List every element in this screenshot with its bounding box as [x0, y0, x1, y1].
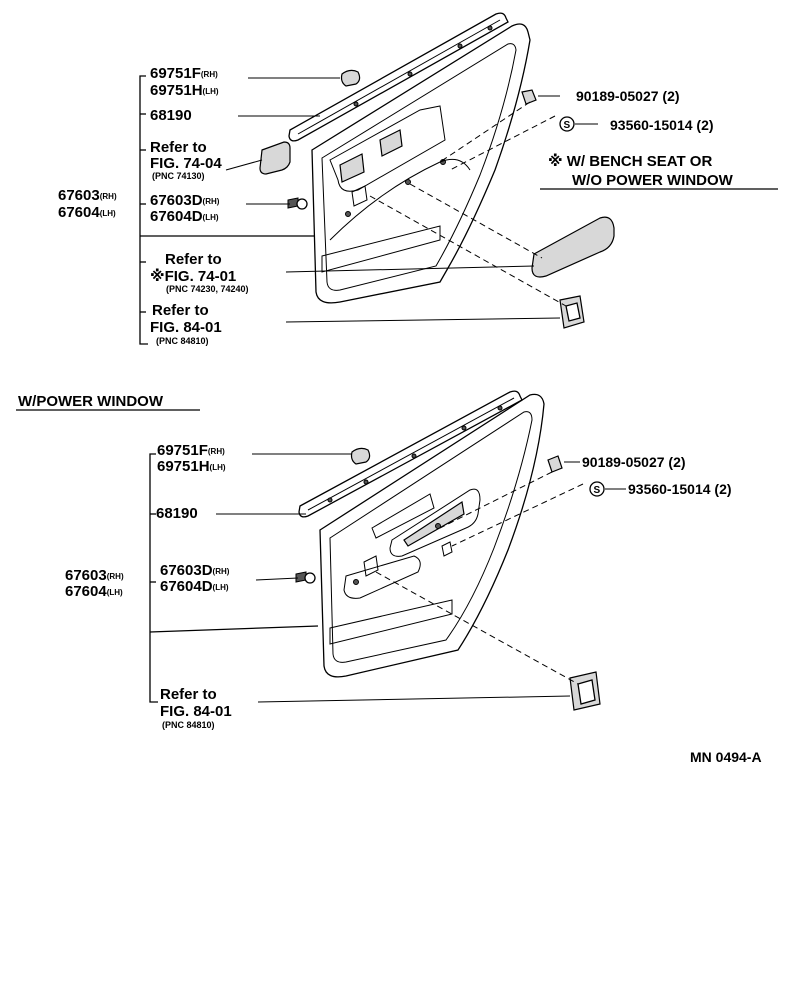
- bottom-screw-s-mark: [589, 481, 605, 497]
- label-67603d: 67603D: [150, 192, 203, 209]
- bottom-clip-69751f: [350, 447, 371, 465]
- label-67604-b: 67604: [65, 583, 107, 600]
- label-pnc-74130: (PNC 74130): [152, 171, 205, 181]
- figure-id: MN 0494-A: [690, 749, 762, 765]
- label-69751h-b: 69751H: [157, 458, 210, 475]
- label-67604d: 67604D: [150, 208, 203, 225]
- label-67603d-b: 67603D: [160, 562, 213, 579]
- bottom-assembly: [295, 390, 605, 711]
- bottom-labels: 69751F(RH) 69751H(LH) 68190 67603(RH) 67…: [65, 442, 732, 730]
- label-refer-84-01-b-b: FIG. 84-01: [160, 703, 232, 720]
- svg-text:67603D(RH): 67603D(RH): [150, 192, 220, 209]
- bottom-clip-90189: [547, 455, 563, 473]
- label-refer-74-01-b: ※FIG. 74-01: [150, 267, 236, 285]
- label-93560-15014-b: 93560-15014 (2): [628, 481, 732, 497]
- label-refer-74-01-a: Refer to: [165, 251, 222, 268]
- label-67604d-b: 67604D: [160, 578, 213, 595]
- top-clip-90189: [521, 89, 537, 105]
- svg-text:67604D(LH): 67604D(LH): [150, 208, 219, 225]
- label-69751f: 69751F: [150, 65, 201, 82]
- top-labels: 69751F(RH) 69751H(LH) 68190 Refer to FIG…: [58, 65, 778, 346]
- svg-text:69751F(RH): 69751F(RH): [150, 65, 218, 82]
- note-line-2: W/O POWER WINDOW: [572, 172, 734, 189]
- label-pnc-84810-b: (PNC 84810): [162, 720, 215, 730]
- svg-text:67603D(RH): 67603D(RH): [160, 562, 230, 579]
- section-title-power-window: W/POWER WINDOW: [18, 393, 164, 410]
- top-clip-69751f: [340, 69, 361, 87]
- s-mark: S: [564, 120, 571, 131]
- svg-text:69751H(LH): 69751H(LH): [157, 458, 226, 475]
- svg-text:69751H(LH): 69751H(LH): [150, 82, 219, 99]
- label-67603: 67603: [58, 187, 100, 204]
- label-refer-74-04-b: FIG. 74-04: [150, 155, 222, 172]
- svg-text:67604(LH): 67604(LH): [65, 583, 123, 600]
- note-line-1: ※ W/ BENCH SEAT OR: [548, 152, 712, 170]
- label-pnc-84810: (PNC 84810): [156, 336, 209, 346]
- label-67604: 67604: [58, 204, 100, 221]
- bottom-ashtray: [569, 671, 601, 711]
- label-68190: 68190: [150, 107, 192, 124]
- label-69751h: 69751H: [150, 82, 203, 99]
- svg-text:67604D(LH): 67604D(LH): [160, 578, 229, 595]
- top-armrest: [531, 216, 615, 278]
- s-mark-b: S: [594, 485, 601, 496]
- top-switch-bezel: [259, 141, 291, 175]
- svg-text:67603(RH): 67603(RH): [65, 567, 124, 584]
- label-refer-74-04-a: Refer to: [150, 139, 207, 156]
- svg-text:67604(LH): 67604(LH): [58, 204, 116, 221]
- label-refer-84-01-b: FIG. 84-01: [150, 319, 222, 336]
- label-refer-84-01-a-b: Refer to: [160, 686, 217, 703]
- top-ashtray: [559, 295, 585, 329]
- label-67603-b: 67603: [65, 567, 107, 584]
- top-door-trim-panel: [311, 23, 531, 304]
- bottom-screw-67603d: [295, 571, 316, 584]
- label-93560-15014: 93560-15014 (2): [610, 117, 714, 133]
- label-pnc-74230: (PNC 74230, 74240): [166, 284, 249, 294]
- label-69751f-b: 69751F: [157, 442, 208, 459]
- top-assembly: [259, 12, 615, 329]
- top-screw-s-mark: [559, 116, 575, 132]
- top-screw-67603d: [287, 197, 308, 210]
- bottom-leaders: [149, 453, 626, 703]
- svg-text:67603(RH): 67603(RH): [58, 187, 117, 204]
- bottom-door-trim-panel: [319, 393, 545, 678]
- label-90189-05027-b: 90189-05027 (2): [582, 454, 686, 470]
- svg-text:69751F(RH): 69751F(RH): [157, 442, 225, 459]
- label-refer-84-01-a: Refer to: [152, 302, 209, 319]
- top-leaders: [139, 75, 598, 345]
- label-68190-b: 68190: [156, 505, 198, 522]
- label-90189-05027: 90189-05027 (2): [576, 88, 680, 104]
